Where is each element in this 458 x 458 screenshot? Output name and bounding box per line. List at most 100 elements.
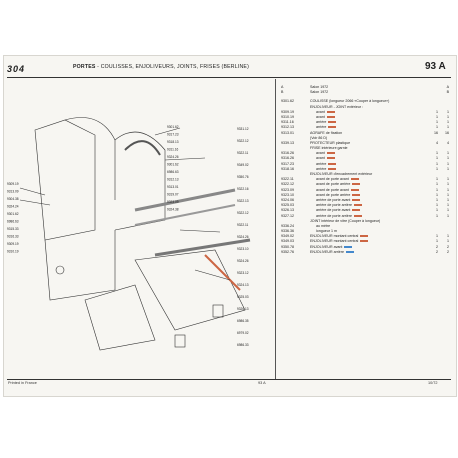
- callout-label: 9322.16: [237, 187, 249, 191]
- arrow-marker-icon: [344, 245, 353, 248]
- page-number: 93 A: [425, 61, 446, 72]
- part-desc: arrière de porte avant: [316, 198, 361, 203]
- legend-letter: A: [281, 85, 284, 89]
- callout-label: 9322.13: [237, 199, 249, 203]
- qty-b: 1: [447, 203, 449, 208]
- callout-label: 9310.19: [7, 250, 19, 254]
- callout-label: 9318.13: [167, 140, 179, 144]
- rear-door-frame: [114, 131, 166, 231]
- part-ref: 9316.26: [281, 156, 294, 161]
- part-desc-text: avant: [316, 151, 325, 156]
- front-door-arch: [64, 117, 116, 200]
- callout-label: 9324.24: [7, 205, 19, 209]
- callout-label: 6986.35: [237, 319, 249, 323]
- title-bold: PORTES: [73, 64, 96, 70]
- part-desc-text: FRISE intérieure garnie: [310, 146, 348, 151]
- callout-label: 9311.16: [167, 148, 179, 152]
- moulding-strip-1: [134, 188, 236, 212]
- arrow-marker-icon: [350, 188, 359, 191]
- qty-a: 1: [436, 234, 438, 239]
- callout-label: 9325.03: [237, 295, 249, 299]
- qty-a: 1: [436, 187, 438, 192]
- arrow-marker-icon: [328, 167, 337, 170]
- callout-layer: 9309.199313.099304.389324.249301.626986.…: [7, 125, 249, 347]
- part-ref: 9312.13: [281, 125, 294, 130]
- part-desc: au mètre: [316, 224, 330, 229]
- callout-label: 9323.10: [237, 247, 249, 251]
- callout-label: 6986.63: [167, 170, 179, 174]
- qty-b: 4: [447, 140, 449, 145]
- lower-door-panel-2: [84, 284, 156, 351]
- arrow-marker-icon: [352, 209, 361, 212]
- qty-b: 1: [447, 187, 449, 192]
- part-desc: avant de porte arrière: [316, 193, 361, 198]
- part-desc: arrière: [316, 125, 337, 130]
- part-desc-text: avant de porte arrière: [316, 182, 351, 187]
- qty-b: 1: [447, 161, 449, 166]
- qty-a: 1: [436, 161, 438, 166]
- qty-a: 1: [436, 120, 438, 125]
- arrow-marker-icon: [360, 240, 369, 243]
- qty-a: 1: [436, 177, 438, 182]
- callout-label: 9324.38: [167, 208, 179, 212]
- legend-col: B: [446, 90, 449, 95]
- part-desc: avant de porte avant: [316, 188, 359, 193]
- part-desc-text: avant: [316, 109, 325, 114]
- part-desc: arrière de porte avant: [316, 208, 361, 213]
- part-desc-text: arrière: [316, 166, 327, 171]
- part-ref: 9323.10: [281, 192, 294, 197]
- footer-center: 93 A: [258, 381, 266, 385]
- part-desc-text: ENJOLIVEUR arrière: [310, 249, 344, 254]
- part-ref: 9311.16: [281, 120, 294, 125]
- callout-label: 9331.12: [237, 127, 249, 131]
- catalog-page: [3, 55, 457, 397]
- arrow-marker-icon: [328, 121, 337, 124]
- qty-b: 2: [447, 244, 449, 249]
- part-desc-text: JOINT intérieur de vitre (Couper à longu…: [310, 218, 381, 223]
- part-desc-text: AGRAFE de fixation: [310, 130, 343, 135]
- footer-rule: [7, 379, 451, 380]
- qty-b: 1: [447, 151, 449, 156]
- qty-a: 1: [436, 151, 438, 156]
- list-item: ENJOLIVEUR d'encadrement extérieur: [281, 172, 451, 177]
- part-desc: avant de porte arrière: [316, 182, 361, 187]
- qty-b: 1: [447, 156, 449, 161]
- callout-label: 9309.19: [7, 182, 19, 186]
- list-item: FRISE intérieure garnie: [281, 146, 451, 151]
- qty-a: 1: [436, 114, 438, 119]
- part-desc: longueur 1 m: [316, 229, 337, 234]
- part-desc: (Voir 86 D): [310, 136, 327, 141]
- qty-a: 1: [436, 125, 438, 130]
- callout-label: 9349.02: [237, 163, 249, 167]
- part-ref: 9323.09: [281, 187, 294, 192]
- arrow-marker-icon: [350, 178, 359, 181]
- part-desc-text: avant: [316, 114, 325, 119]
- arrow-marker-icon: [326, 157, 335, 160]
- qty-a: 16: [434, 130, 438, 135]
- qty-a: 1: [436, 166, 438, 171]
- callout-label: 9323.12: [237, 271, 249, 275]
- part-ref: 9324.06: [281, 197, 294, 202]
- part-ref: 9316.26: [281, 151, 294, 156]
- part-desc-text: ENJOLIVEUR montant central: [310, 234, 359, 239]
- part-ref: 9317.23: [281, 161, 294, 166]
- part-ref: 9310.19: [281, 114, 294, 119]
- qty-b: 1: [447, 213, 449, 218]
- callout-label: 9324.26: [237, 235, 249, 239]
- list-item: 9323.09 avant de porte avant 1 1: [281, 188, 451, 193]
- part-ref: 9326.13: [281, 208, 294, 213]
- arrow-marker-icon: [360, 235, 369, 238]
- callout-label: 9315.33: [7, 227, 19, 231]
- part-desc-text: ENJOLIVEUR d'encadrement extérieur: [310, 172, 373, 176]
- callout-label: 6986.63: [7, 220, 19, 224]
- part-desc-text: (Voir 86 D): [310, 135, 328, 140]
- callout-label: 9323.09: [167, 200, 179, 204]
- qty-b: 1: [447, 120, 449, 125]
- qty-b: 1: [447, 234, 449, 239]
